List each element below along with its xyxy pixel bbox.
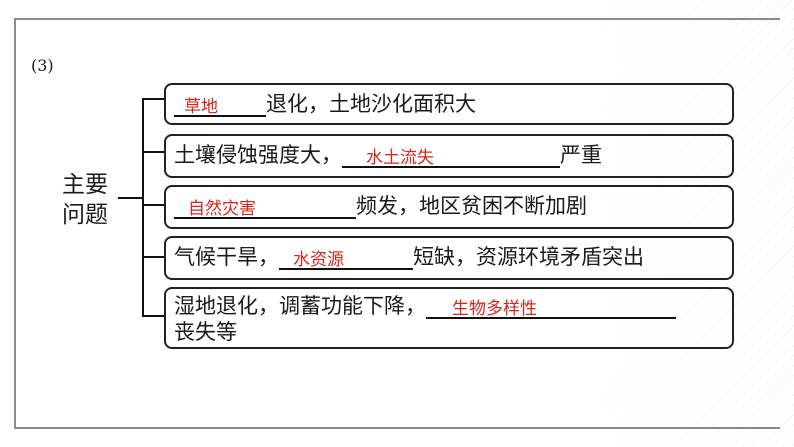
main-label-line-2: 问题 [62, 202, 108, 228]
answer-blank-5[interactable]: 生物多样性 [426, 293, 676, 319]
answer-blank-1[interactable]: 草地 [174, 91, 266, 117]
row-2-pre: 土壤侵蚀强度大， [174, 143, 342, 167]
problem-box-5: 湿地退化，调蓄功能下降， 生物多样性 丧失等 [164, 287, 734, 349]
row-3-post: 频发，地区贫困不断加剧 [356, 194, 587, 218]
row-1-post: 退化，土地沙化面积大 [266, 92, 476, 116]
frame-top-line [14, 18, 780, 20]
question-number: (3) [31, 56, 54, 75]
answer-blank-4[interactable]: 水资源 [279, 244, 413, 270]
answer-text-2: 水土流失 [366, 148, 434, 168]
main-label-line-1: 主要 [62, 172, 108, 198]
problem-box-4: 气候干旱， 水资源 短缺，资源环境矛盾突出 [164, 236, 734, 280]
bracket-connector [118, 197, 142, 199]
answer-text-3: 自然灾害 [188, 199, 256, 219]
row-5-post: 丧失等 [174, 320, 237, 344]
problem-box-3: 自然灾害 频发，地区贫困不断加剧 [164, 185, 734, 229]
row-2-post: 严重 [560, 143, 602, 167]
main-label: 主要 问题 [62, 170, 122, 230]
row-5-pre: 湿地退化，调蓄功能下降， [174, 294, 426, 318]
bracket [142, 98, 164, 317]
problem-box-1: 草地 退化，土地沙化面积大 [164, 83, 734, 125]
answer-text-1: 草地 [184, 97, 218, 117]
bracket-tick [142, 256, 164, 258]
frame-bottom-line [14, 427, 780, 429]
row-4-post: 短缺，资源环境矛盾突出 [413, 245, 644, 269]
frame-left-line [14, 18, 16, 429]
answer-text-5: 生物多样性 [452, 299, 537, 319]
answer-blank-3[interactable]: 自然灾害 [174, 193, 356, 219]
bracket-tick [142, 204, 164, 206]
answer-blank-2[interactable]: 水土流失 [342, 142, 560, 168]
problem-box-2: 土壤侵蚀强度大， 水土流失 严重 [164, 134, 734, 178]
row-4-pre: 气候干旱， [174, 245, 279, 269]
bracket-tick [142, 151, 164, 153]
answer-text-4: 水资源 [293, 250, 344, 270]
background-pattern [594, 0, 794, 447]
